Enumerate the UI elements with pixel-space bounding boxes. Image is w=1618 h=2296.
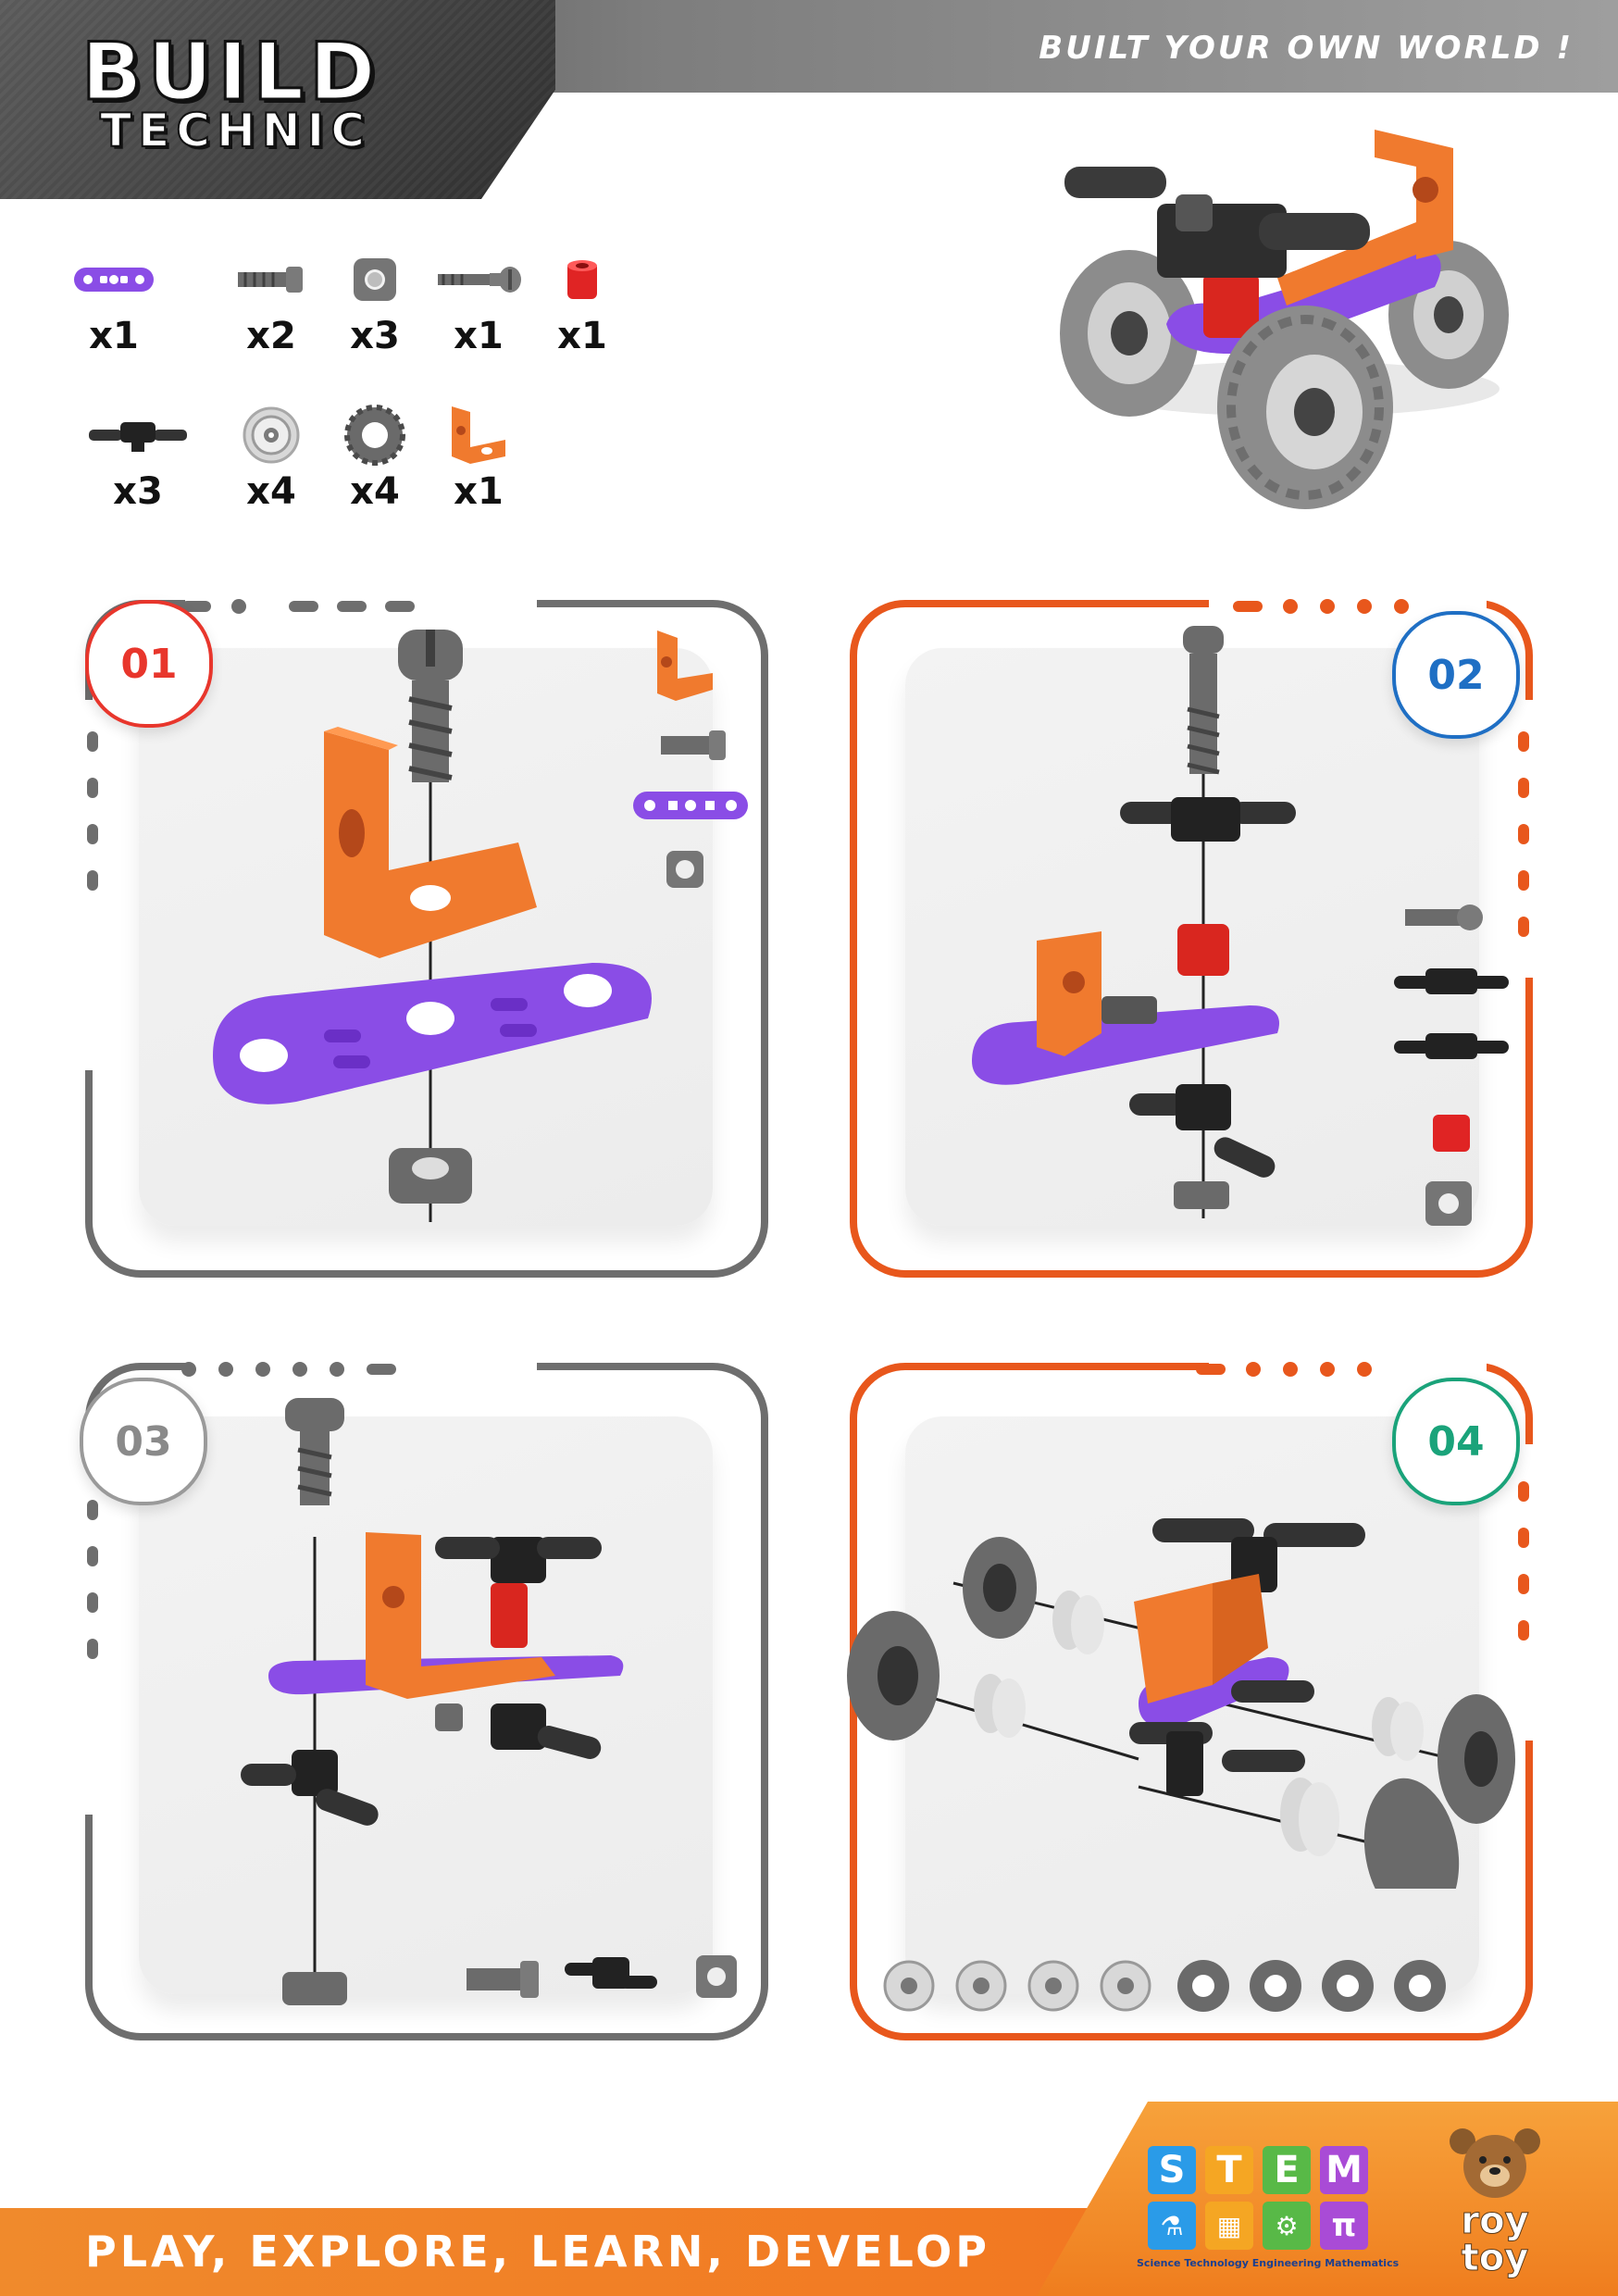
stem-m-tile: M: [1320, 2146, 1368, 2194]
brand-logo-line2: toy: [1461, 2237, 1529, 2279]
square-nut-icon: [324, 252, 426, 307]
brand-logo-line1: roy: [1461, 2200, 1529, 2242]
part-qty: x3: [113, 470, 163, 513]
step-03-stage: [139, 1416, 713, 1994]
header-tagline: BUILT YOUR OWN WORLD !: [1039, 30, 1574, 67]
gears-icon: ⚙: [1263, 2202, 1311, 2250]
part-item: x1: [531, 252, 633, 357]
part-qty: x1: [454, 470, 504, 513]
short-screw-icon: [220, 252, 322, 307]
part-item: x3: [324, 252, 426, 357]
axle-connector-icon: [87, 407, 189, 463]
microscope-icon: ⚗: [1148, 2202, 1196, 2250]
step-03-badge: 03: [80, 1378, 207, 1505]
tire-icon: [324, 405, 426, 466]
red-spacer-icon: [531, 252, 633, 307]
step-03-parts: [463, 1944, 741, 2018]
stem-e-tile: E: [1263, 2146, 1311, 2194]
finished-model-image: [1027, 111, 1546, 555]
part-item: x1: [428, 252, 529, 357]
wheel-hub-icon: [220, 406, 322, 464]
bear-icon: [1450, 2128, 1540, 2198]
part-qty: x1: [557, 315, 607, 357]
part-qty: x1: [454, 315, 504, 357]
stem-s-tile: S: [1148, 2146, 1196, 2194]
circuit-icon: ▦: [1205, 2202, 1253, 2250]
part-item: x4: [220, 406, 322, 513]
part-item: x3: [87, 407, 189, 513]
brand-title: BUILD: [81, 25, 381, 120]
part-qty: x4: [350, 470, 400, 513]
step-04-parts: [879, 1953, 1462, 2018]
part-item: x4: [324, 405, 426, 513]
step-01-parts: [629, 625, 759, 903]
purple-beam-icon: [63, 252, 165, 307]
part-qty: x4: [246, 470, 296, 513]
part-qty: x3: [350, 315, 400, 357]
stem-t-tile: T: [1205, 2146, 1253, 2194]
step-02-parts: [1388, 898, 1518, 1231]
step-02-badge: 02: [1392, 611, 1520, 739]
long-screw-icon: [428, 252, 529, 307]
part-qty: x1: [89, 315, 139, 357]
step-number: 02: [1427, 651, 1485, 699]
brand-subtitle: TECHNIC: [99, 103, 371, 158]
part-item: x1: [428, 406, 529, 513]
part-item: x2: [220, 252, 322, 357]
step-04-badge: 04: [1392, 1378, 1520, 1505]
pi-icon: π: [1320, 2202, 1368, 2250]
logo-panel: [0, 0, 555, 199]
stem-caption: Science Technology Engineering Mathemati…: [1137, 2257, 1400, 2269]
part-item: x1: [63, 252, 165, 357]
brand-logo: roy toy: [1439, 2125, 1550, 2277]
orange-bracket-icon: [428, 406, 529, 464]
step-04-illustration: [833, 1481, 1564, 1926]
step-number: 01: [120, 640, 178, 688]
step-03-illustration: [222, 1389, 703, 2018]
footer-slogan: PLAY, EXPLORE, LEARN, DEVELOP: [85, 2227, 990, 2277]
step-02-panel: [850, 596, 1537, 1278]
step-number: 04: [1427, 1417, 1485, 1466]
step-02-illustration: [963, 626, 1388, 1228]
step-01-badge: 01: [85, 600, 213, 728]
step-01-illustration: [194, 630, 750, 1231]
step-number: 03: [115, 1417, 172, 1466]
part-qty: x2: [246, 315, 296, 357]
